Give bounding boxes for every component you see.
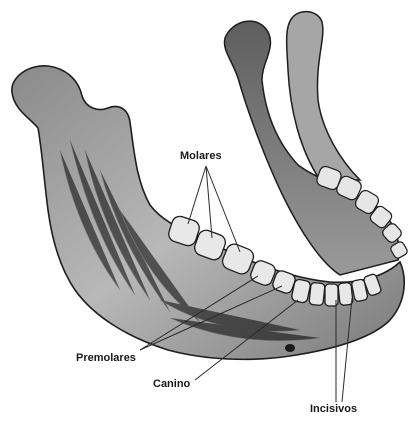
label-incisivos: Incisivos bbox=[310, 403, 357, 415]
right-ramus-tip bbox=[287, 12, 360, 180]
label-premolares: Premolares bbox=[76, 352, 136, 364]
label-molares: Molares bbox=[180, 150, 222, 162]
mental-foramen bbox=[285, 344, 295, 352]
label-canino: Canino bbox=[153, 378, 190, 390]
